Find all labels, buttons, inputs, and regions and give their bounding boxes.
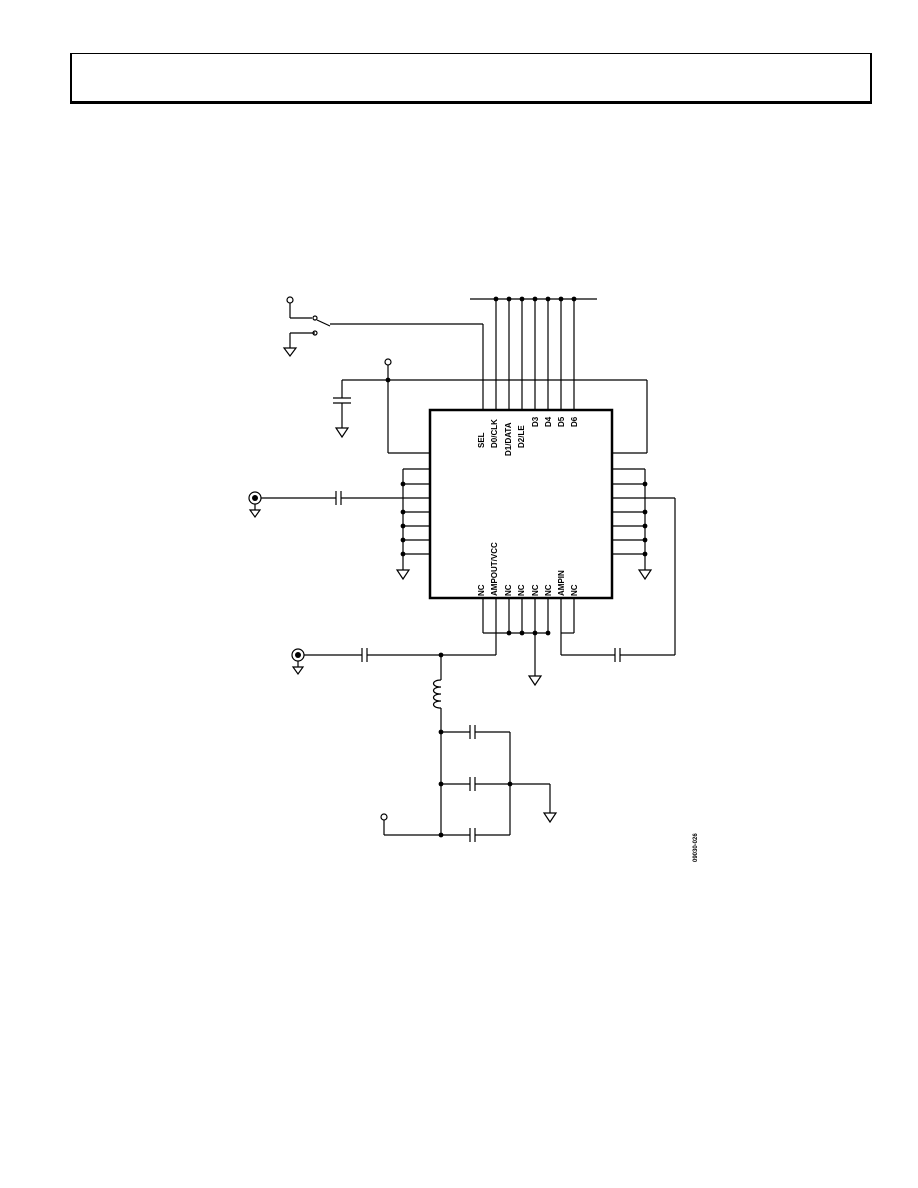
sel-switch bbox=[282, 296, 484, 410]
page-header-box bbox=[71, 53, 871, 102]
pin-label-d3: D3 bbox=[531, 416, 540, 427]
pin-label-d0-clk: D0/CLK bbox=[490, 419, 499, 448]
left-pins bbox=[395, 468, 430, 581]
pin-label-d2-le: D2/LE bbox=[517, 425, 526, 448]
vcc-decoupling bbox=[333, 358, 648, 454]
pin-label-d4: D4 bbox=[544, 416, 553, 427]
pin-label-sel: SEL bbox=[477, 432, 486, 448]
ampin-coupling bbox=[560, 498, 676, 662]
pin-label-nc-3: NC bbox=[517, 584, 526, 596]
pin-label-ampin: AMPIN bbox=[557, 570, 566, 596]
ic-package bbox=[428, 408, 614, 600]
right-pins bbox=[612, 468, 675, 581]
digital-control-bus bbox=[470, 296, 597, 410]
pin-label-nc-6: NC bbox=[570, 584, 579, 596]
ampout-network bbox=[291, 598, 558, 842]
figure-id: 09030-026 bbox=[693, 833, 699, 862]
pin-label-nc-4: NC bbox=[531, 584, 540, 596]
pin-label-nc-1: NC bbox=[477, 584, 486, 596]
bottom-pins bbox=[482, 598, 575, 687]
pin-label-ampout-vcc: AMPOUT/VCC bbox=[490, 542, 499, 596]
top-pin-labels: SEL D0/CLK D1/DATA D2/LE D3 D4 D5 D6 bbox=[477, 416, 579, 456]
pin-label-d1-data: D1/DATA bbox=[504, 422, 513, 456]
pin-label-nc-2: NC bbox=[504, 584, 513, 596]
pin-label-d5: D5 bbox=[557, 416, 566, 427]
pin-label-d6: D6 bbox=[570, 416, 579, 427]
rf-input-port bbox=[248, 491, 430, 519]
pin-label-nc-5: NC bbox=[544, 584, 553, 596]
bottom-pin-labels: NC AMPOUT/VCC NC NC NC NC AMPIN NC bbox=[477, 542, 579, 596]
